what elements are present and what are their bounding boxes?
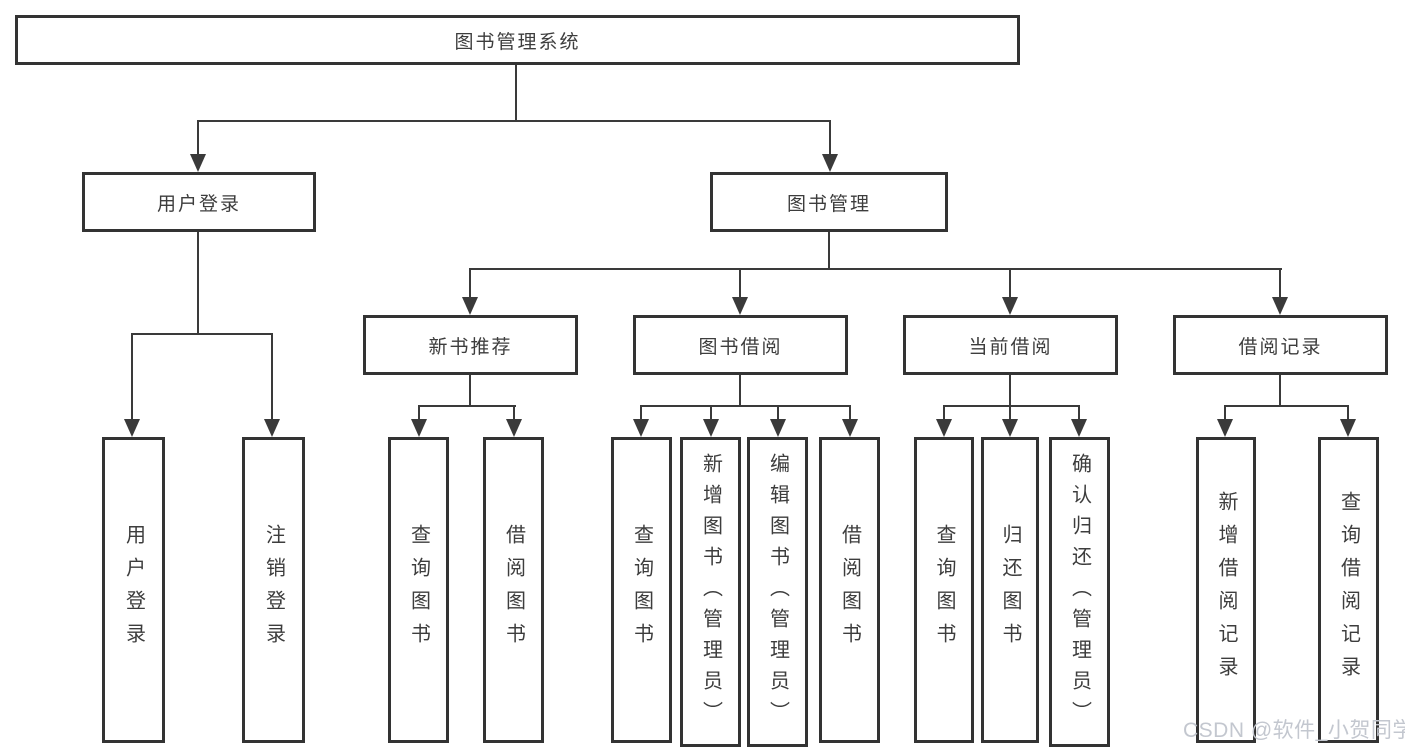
node-leaf-query-borrow-record: 查询借阅记录 xyxy=(1318,437,1379,743)
node-leaf-query-books-1: 查询图书 xyxy=(388,437,449,743)
arrow-down-icon xyxy=(124,419,140,437)
arrow-down-icon xyxy=(936,419,952,437)
node-leaf-query-books-2: 查询图书 xyxy=(611,437,672,743)
connector-line xyxy=(828,232,830,270)
node-leaf-return-books: 归还图书 xyxy=(981,437,1039,743)
node-current-borrow-label: 当前借阅 xyxy=(968,336,1053,358)
arrow-down-icon xyxy=(506,419,522,437)
arrow-down-icon xyxy=(1272,297,1288,315)
connector-line xyxy=(943,405,1080,407)
connector-line xyxy=(829,120,831,156)
node-leaf-return-books-label: 归还图书 xyxy=(999,524,1021,656)
connector-line xyxy=(469,375,471,407)
connector-line xyxy=(131,333,273,335)
node-leaf-query-books-3: 查询图书 xyxy=(914,437,974,743)
connector-line xyxy=(1078,405,1080,421)
arrow-down-icon xyxy=(1071,419,1087,437)
node-leaf-confirm-return-admin-label: 确认归还（管理员） xyxy=(1068,452,1091,732)
node-leaf-borrow-books-1: 借阅图书 xyxy=(483,437,544,743)
node-book-borrow-label: 图书借阅 xyxy=(698,336,783,358)
arrow-down-icon xyxy=(1002,297,1018,315)
connector-line xyxy=(777,405,779,421)
connector-line xyxy=(1009,268,1011,299)
node-leaf-borrow-books-2: 借阅图书 xyxy=(819,437,880,743)
node-new-book-recommend: 新书推荐 xyxy=(363,315,578,375)
node-leaf-query-borrow-record-label: 查询借阅记录 xyxy=(1337,491,1360,689)
node-root-label: 图书管理系统 xyxy=(454,31,581,53)
node-leaf-logout-label: 注销登录 xyxy=(262,524,285,656)
node-current-borrow: 当前借阅 xyxy=(903,315,1118,375)
node-leaf-confirm-return-admin: 确认归还（管理员） xyxy=(1049,437,1110,747)
node-book-management: 图书管理 xyxy=(710,172,948,232)
connector-line xyxy=(513,405,515,421)
node-leaf-query-books-3-label: 查询图书 xyxy=(933,524,955,656)
connector-line xyxy=(1224,405,1349,407)
node-book-borrow: 图书借阅 xyxy=(633,315,848,375)
node-leaf-query-books-2-label: 查询图书 xyxy=(630,524,653,656)
arrow-down-icon xyxy=(703,419,719,437)
node-leaf-logout: 注销登录 xyxy=(242,437,305,743)
arrow-down-icon xyxy=(633,419,649,437)
csdn-watermark: CSDN @软件_小贺同学 xyxy=(1183,719,1405,742)
arrow-down-icon xyxy=(190,154,206,172)
connector-line xyxy=(710,405,712,421)
connector-line xyxy=(469,268,471,299)
node-leaf-user-login-label: 用户登录 xyxy=(122,524,145,656)
connector-line xyxy=(418,405,516,407)
node-new-book-recommend-label: 新书推荐 xyxy=(428,336,513,358)
node-root: 图书管理系统 xyxy=(15,15,1020,65)
connector-line xyxy=(1347,405,1349,421)
node-book-management-label: 图书管理 xyxy=(786,193,871,215)
arrow-down-icon xyxy=(842,419,858,437)
connector-line xyxy=(640,405,642,421)
node-user-login-label: 用户登录 xyxy=(156,193,241,215)
node-leaf-add-books-admin: 新增图书（管理员） xyxy=(680,437,741,747)
connector-line xyxy=(739,268,741,299)
connector-line xyxy=(1009,405,1011,421)
connector-line xyxy=(739,375,741,407)
arrow-down-icon xyxy=(462,297,478,315)
connector-line xyxy=(197,120,831,122)
arrow-down-icon xyxy=(822,154,838,172)
connector-line xyxy=(943,405,945,421)
node-leaf-edit-books-admin: 编辑图书（管理员） xyxy=(747,437,808,747)
connector-line xyxy=(197,120,199,156)
connector-line xyxy=(197,232,199,335)
arrow-down-icon xyxy=(1002,419,1018,437)
node-leaf-borrow-books-1-label: 借阅图书 xyxy=(502,524,525,656)
connector-line xyxy=(849,405,851,421)
arrow-down-icon xyxy=(770,419,786,437)
node-leaf-add-books-admin-label: 新增图书（管理员） xyxy=(699,452,722,732)
node-leaf-add-borrow-record: 新增借阅记录 xyxy=(1196,437,1256,743)
connector-line xyxy=(515,65,517,122)
connector-line xyxy=(1009,375,1011,407)
connector-line xyxy=(640,405,851,407)
node-user-login: 用户登录 xyxy=(82,172,316,232)
node-leaf-borrow-books-2-label: 借阅图书 xyxy=(838,524,861,656)
arrow-down-icon xyxy=(1217,419,1233,437)
arrow-down-icon xyxy=(264,419,280,437)
arrow-down-icon xyxy=(1340,419,1356,437)
arrow-down-icon xyxy=(732,297,748,315)
node-borrow-records: 借阅记录 xyxy=(1173,315,1388,375)
connector-line xyxy=(418,405,420,421)
node-leaf-user-login: 用户登录 xyxy=(102,437,165,743)
node-leaf-edit-books-admin-label: 编辑图书（管理员） xyxy=(766,452,789,732)
node-leaf-query-books-1-label: 查询图书 xyxy=(407,524,430,656)
arrow-down-icon xyxy=(411,419,427,437)
connector-line xyxy=(1279,375,1281,407)
connector-line xyxy=(1224,405,1226,421)
connector-line xyxy=(131,333,133,421)
connector-line xyxy=(271,333,273,421)
connector-line xyxy=(469,268,1282,270)
node-borrow-records-label: 借阅记录 xyxy=(1238,336,1323,358)
node-leaf-add-borrow-record-label: 新增借阅记录 xyxy=(1215,491,1237,689)
connector-line xyxy=(1279,268,1281,299)
